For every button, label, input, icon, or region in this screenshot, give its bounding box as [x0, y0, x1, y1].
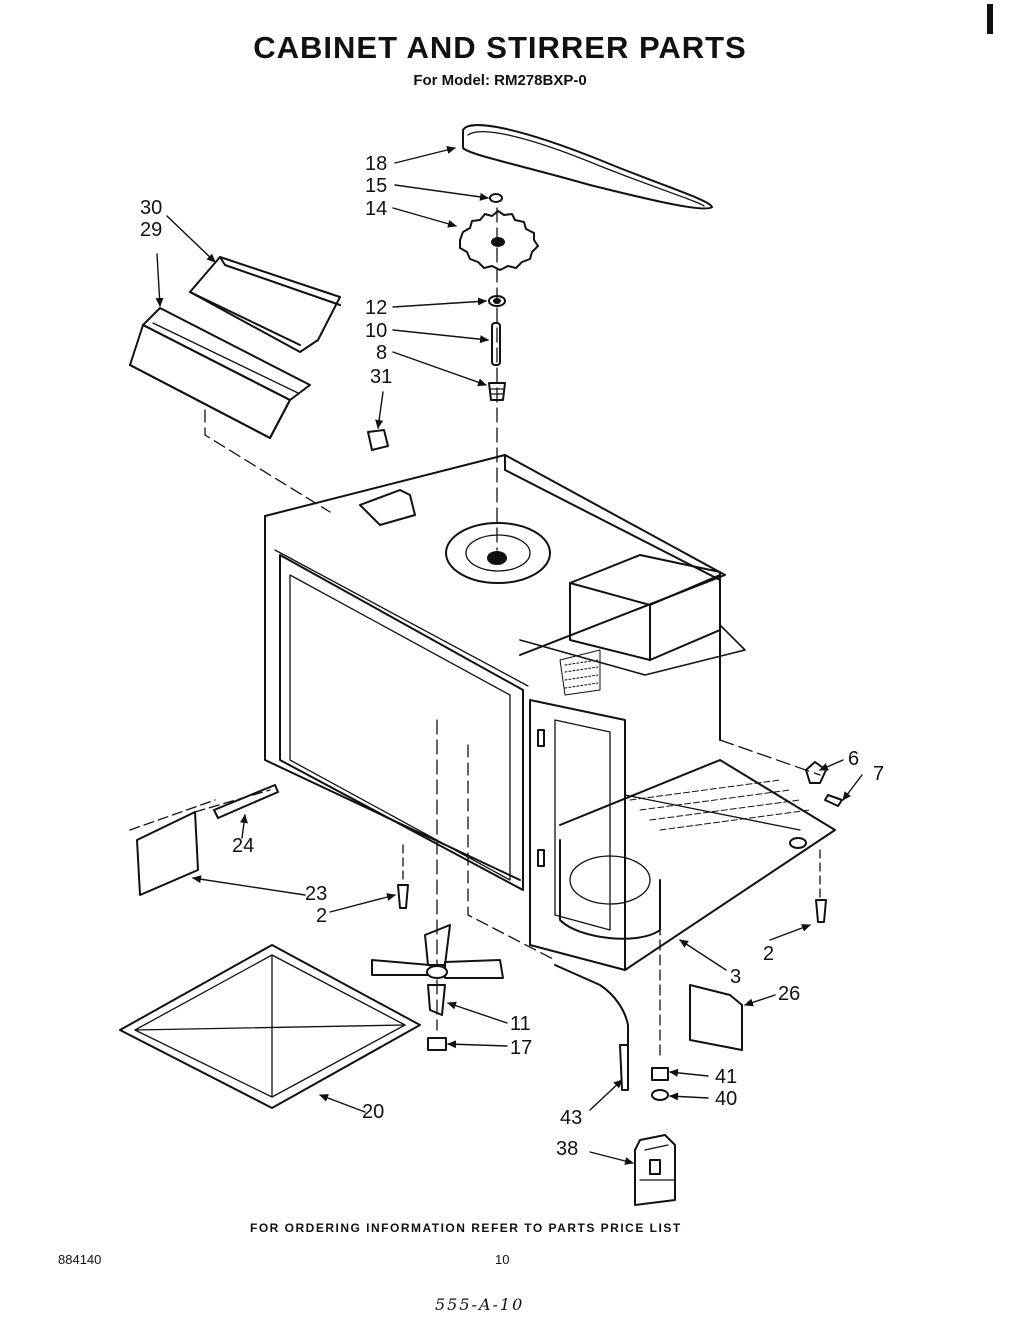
- page-number: 10: [495, 1252, 510, 1267]
- side-panel-part: [136, 811, 199, 896]
- callout-23: 23: [305, 883, 327, 905]
- callout-18: 18: [365, 153, 387, 175]
- callout-29: 29: [140, 219, 162, 241]
- ordering-note: FOR ORDERING INFORMATION REFER TO PARTS …: [250, 1221, 682, 1235]
- screw-2a-part: [397, 884, 409, 909]
- callout-40: 40: [715, 1088, 737, 1110]
- stirrer-gear-part: [459, 210, 539, 271]
- tray-frame-part: [119, 944, 421, 1109]
- callout-15: 15: [365, 175, 387, 197]
- callout-38: 38: [556, 1138, 578, 1160]
- callout-2b: 2: [763, 943, 774, 965]
- shield-part: [689, 984, 743, 1051]
- washer-40-part: [651, 1089, 669, 1101]
- model-subtitle: For Model: RM278BXP-0: [413, 72, 587, 89]
- callout-11: 11: [510, 1013, 531, 1035]
- stirrer-belt-part: [462, 124, 713, 210]
- callout-30: 30: [140, 197, 162, 219]
- callout-7: 7: [873, 763, 884, 785]
- callout-14: 14: [365, 198, 387, 220]
- cabinet-cavity-part: [264, 454, 836, 971]
- callout-41: 41: [715, 1066, 737, 1088]
- clip-6-part: [805, 761, 827, 784]
- shaft-part: [491, 322, 501, 366]
- callout-8: 8: [376, 342, 387, 364]
- duct-cover-part: [189, 256, 341, 353]
- sensor-probe-part: [467, 744, 629, 1091]
- stirrer-blade-part: [371, 924, 504, 1016]
- page-title: CABINET AND STIRRER PARTS: [253, 30, 747, 65]
- callout-43: 43: [560, 1107, 582, 1129]
- air-duct-part: [129, 307, 311, 439]
- callout-2a: 2: [316, 905, 327, 927]
- document-number: 884140: [58, 1252, 102, 1267]
- callout-6: 6: [848, 748, 859, 770]
- screw-7-part: [824, 794, 843, 807]
- callout-12: 12: [365, 297, 387, 319]
- clip-part: [489, 193, 503, 203]
- callout-10: 10: [365, 320, 387, 342]
- handwritten-note: 555-A-10: [435, 1295, 525, 1314]
- callout-17: 17: [510, 1037, 532, 1059]
- corner-mark: [987, 4, 993, 34]
- hinge-part: [213, 784, 279, 819]
- callout-31: 31: [370, 366, 392, 388]
- nut-17-part: [427, 1037, 447, 1051]
- callout-3: 3: [730, 966, 741, 988]
- callout-24: 24: [232, 835, 254, 857]
- callout-20: 20: [362, 1101, 384, 1123]
- nut-41-part: [651, 1067, 669, 1081]
- bearing-part: [488, 382, 506, 401]
- callout-26: 26: [778, 983, 800, 1005]
- clip-31-part: [367, 429, 389, 451]
- screw-2b-part: [815, 899, 827, 923]
- switch-part: [634, 1134, 676, 1206]
